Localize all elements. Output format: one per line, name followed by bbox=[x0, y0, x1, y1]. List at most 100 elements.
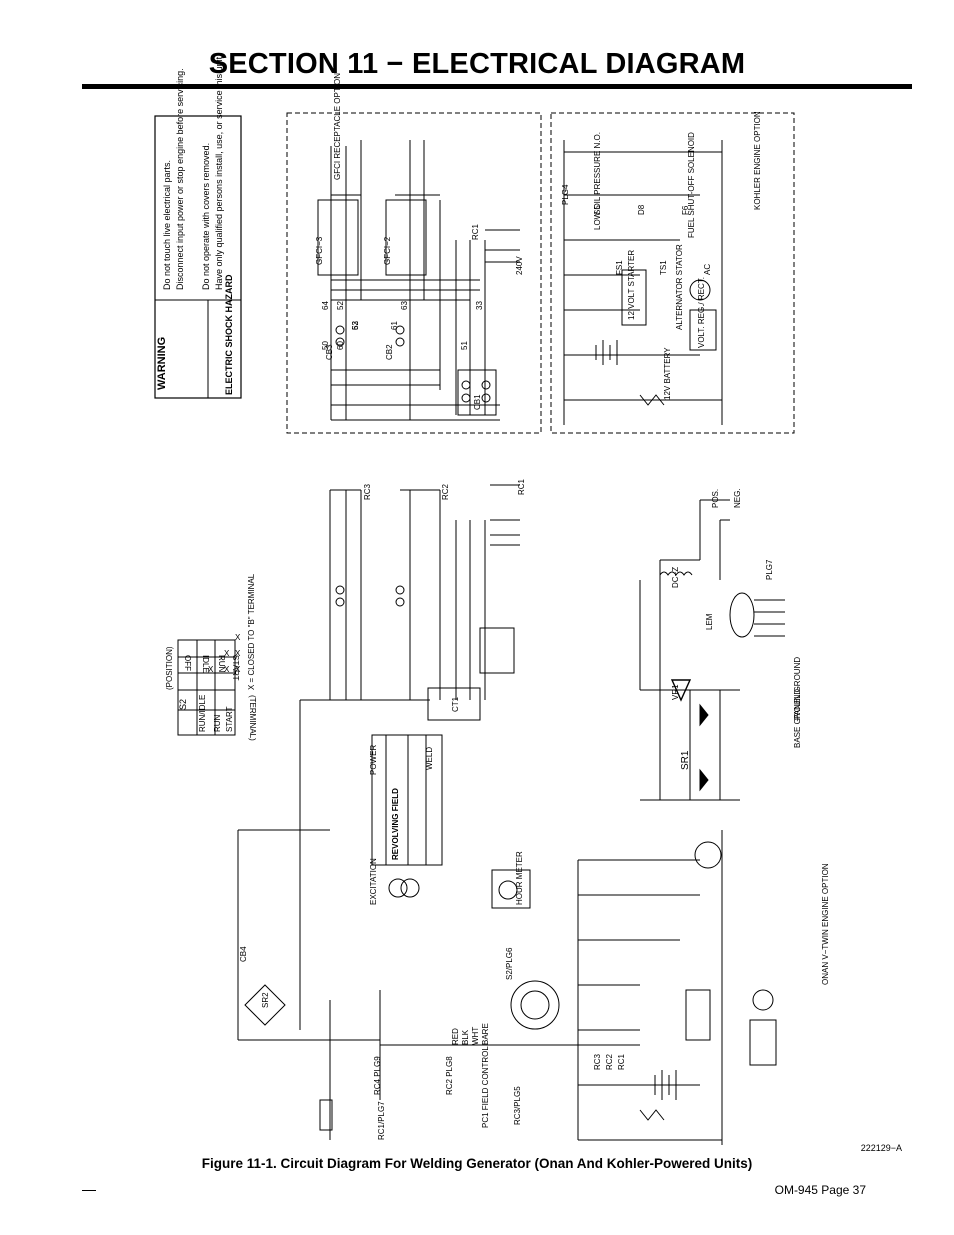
kohler-engine-label: KOHLER ENGINE OPTION bbox=[753, 111, 762, 210]
onan-reg-rect bbox=[749, 1019, 777, 1066]
kohler-part-label: F6 bbox=[681, 205, 690, 215]
s2-table-mark: X bbox=[235, 633, 241, 642]
field-control-label: PC1 FIELD CONTROL bbox=[481, 1046, 490, 1128]
hour-meter-box bbox=[491, 869, 531, 909]
document-number: 222129−A bbox=[860, 1143, 902, 1153]
revolving-field bbox=[371, 734, 443, 866]
cb1-block-top bbox=[457, 369, 497, 416]
kohler-starter bbox=[621, 269, 647, 326]
s2-table bbox=[177, 639, 236, 736]
kohler-starter-label: 12 VOLT STARTER bbox=[627, 250, 636, 320]
s2-col-off: OFF bbox=[183, 655, 192, 671]
hour-meter-label: HOUR METER bbox=[515, 851, 524, 905]
sr1-label: SR1 bbox=[680, 750, 691, 770]
gfci-2-block bbox=[385, 199, 427, 276]
neg-label: NEG. bbox=[733, 488, 742, 508]
s2-table-mark: X bbox=[208, 665, 214, 674]
panel-ground-label: PANEL GROUND bbox=[793, 657, 802, 720]
kohler-part-label: D8 bbox=[637, 204, 646, 215]
gfci-option-label: GFCI RECEPTACLE OPTION bbox=[333, 73, 342, 180]
wire-number-label: 51 bbox=[460, 341, 469, 350]
s2-table-mark: X bbox=[235, 649, 241, 658]
kohler-part-label: S5 bbox=[593, 205, 602, 215]
warning-item-2: Disconnect input power or stop engine be… bbox=[175, 68, 185, 290]
wire-bare-label: BARE bbox=[481, 1023, 490, 1045]
wire-blk-label: BLK bbox=[461, 1029, 470, 1045]
kohler-stator-label: ALTERNATOR STATOR bbox=[675, 244, 684, 330]
page-footer: OM-945 Page 37 bbox=[774, 1183, 866, 1197]
wire-number-label: 61 bbox=[390, 321, 399, 330]
lem-label: LEM bbox=[705, 613, 714, 630]
wire-number-label: 33 bbox=[475, 301, 484, 310]
kohler-plg-label: PLG4 bbox=[561, 184, 570, 205]
plg7-label: PLG7 bbox=[765, 559, 774, 580]
onan-rc-label: RC3 bbox=[593, 1053, 602, 1070]
s2-row-runidle: RUN/IDLE bbox=[198, 695, 207, 732]
rc2-label: RC2 bbox=[441, 483, 450, 500]
s2-col-run: RUN bbox=[217, 655, 226, 673]
ct1-label: CT1 bbox=[451, 696, 460, 712]
wire-number-label: 63 bbox=[400, 301, 409, 310]
rc1-label: RC1 bbox=[517, 478, 526, 495]
s2-row-start: START bbox=[225, 706, 234, 732]
kohler-fuel-label: FUEL SHUT-OFF SOLENOID bbox=[687, 132, 696, 238]
wire-number-label: 53 bbox=[351, 321, 360, 330]
kohler-reg-rect bbox=[689, 309, 717, 351]
rc3-label: RC3 bbox=[363, 483, 372, 500]
kohler-part-label: FS1 bbox=[615, 260, 624, 275]
power-label: POWER bbox=[369, 745, 378, 775]
kohler-reg-label: VOLT. REG./ RECT. bbox=[697, 277, 706, 348]
weld-label: WELD bbox=[425, 747, 434, 770]
onan-engine-label: ONAN V−TWIN ENGINE OPTION bbox=[821, 863, 830, 985]
cb4-label: CB4 bbox=[239, 946, 248, 962]
cb1-block bbox=[479, 627, 515, 674]
wire-number-label: 50 bbox=[321, 341, 330, 350]
gfci-option-box bbox=[286, 112, 542, 434]
kohler-battery-label: 12V BATTERY bbox=[663, 347, 672, 400]
warning-heading: WARNING bbox=[156, 337, 168, 390]
rc1-top-label: RC1 bbox=[471, 223, 480, 240]
kohler-oil-label: LOW OIL PRESSURE N.O. bbox=[593, 132, 602, 230]
warning-item-1: Do not touch live electrical parts. bbox=[162, 160, 172, 290]
warning-box bbox=[154, 115, 242, 399]
wire-number-label: 60 bbox=[336, 341, 345, 350]
revolving-field-label: REVOLVING FIELD bbox=[391, 788, 400, 860]
cb1-label: CB1 bbox=[473, 394, 482, 410]
sr2-label: SR2 bbox=[261, 992, 270, 1008]
warning-item-3: Do not operate with covers removed. bbox=[201, 143, 211, 290]
wire-wht-label: WHT bbox=[471, 1027, 480, 1045]
kohler-option-box bbox=[550, 112, 795, 434]
240v-top-label: 240V bbox=[515, 256, 524, 275]
pos-label: POS. bbox=[711, 489, 720, 508]
onan-starter bbox=[685, 989, 711, 1041]
s2-col-idle: IDLE bbox=[201, 655, 210, 673]
connector-rc1-label: RC1/PLG7 bbox=[377, 1101, 386, 1140]
connector-rc4-label: RC4 PLG9 bbox=[373, 1056, 382, 1095]
cb3-label: CB3 bbox=[325, 344, 334, 360]
vr1-label: VR1 bbox=[671, 684, 680, 700]
pc1-block bbox=[319, 1099, 333, 1131]
gfci-2-label: GFCI−2 bbox=[383, 236, 392, 265]
page-title: SECTION 11 − ELECTRICAL DIAGRAM bbox=[208, 48, 746, 80]
figure-caption: Figure 11-1. Circuit Diagram For Welding… bbox=[201, 1156, 753, 1171]
cb2-label: CB2 bbox=[385, 344, 394, 360]
s2-table-mark: X bbox=[235, 665, 241, 674]
title-rule bbox=[82, 84, 912, 89]
connector-rc2-label: RC2 PLG8 bbox=[445, 1056, 454, 1095]
wire-number-label: 62 bbox=[351, 321, 360, 330]
dcz-label: DC−Z bbox=[671, 567, 680, 588]
footer-dash bbox=[82, 1190, 96, 1191]
wire-number-label: 52 bbox=[336, 301, 345, 310]
wire-number-label: 64 bbox=[321, 301, 330, 310]
warning-item-4: Have only qualified persons install, use… bbox=[214, 54, 224, 290]
s2-table-note: X = CLOSED TO "B" TERMINAL bbox=[247, 573, 256, 690]
s2-table-mark: X bbox=[224, 649, 230, 658]
s2-row-run: RUN bbox=[213, 714, 222, 732]
ct1-block bbox=[427, 687, 481, 721]
connector-rc3-label: RC3/PLG5 bbox=[513, 1086, 522, 1125]
s2-terminal-label: (TERMINAL) bbox=[248, 695, 257, 741]
kohler-part-label: AC bbox=[703, 264, 712, 275]
s2-position-label: (POSITION) bbox=[165, 646, 174, 690]
s2-table-title: S2 bbox=[178, 699, 188, 710]
